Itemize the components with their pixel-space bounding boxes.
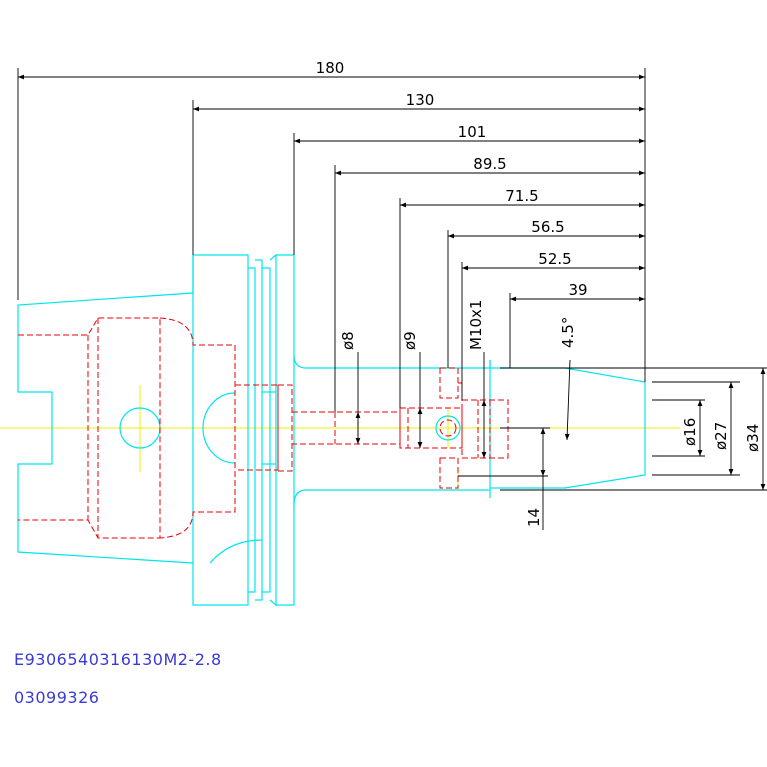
dimension-lines [17, 68, 767, 530]
dim-180: 180 [316, 59, 345, 77]
dim-thread: M10x1 [467, 300, 485, 350]
dim-89-5: 89.5 [473, 155, 506, 173]
dim-dia-34: ø34 [744, 424, 762, 452]
dim-dia-8: ø8 [339, 331, 357, 350]
tool-holder-outline [17, 253, 646, 607]
dim-dia-16: ø16 [681, 418, 699, 446]
dim-offset-14: 14 [525, 508, 543, 527]
dim-dia-27: ø27 [712, 422, 730, 450]
dim-52-5: 52.5 [538, 250, 571, 268]
dim-130: 130 [406, 91, 435, 109]
dim-39: 39 [568, 281, 587, 299]
hidden-lines [18, 317, 509, 539]
dim-71-5: 71.5 [505, 187, 538, 205]
order-number: 03099326 [14, 688, 100, 707]
part-number: E9306540316130M2-2.8 [14, 650, 222, 669]
dim-angle: 4.5° [559, 317, 577, 348]
centerlines [0, 385, 680, 490]
dim-101: 101 [458, 123, 487, 141]
dim-dia-9: ø9 [401, 331, 419, 350]
dim-56-5: 56.5 [531, 218, 564, 236]
